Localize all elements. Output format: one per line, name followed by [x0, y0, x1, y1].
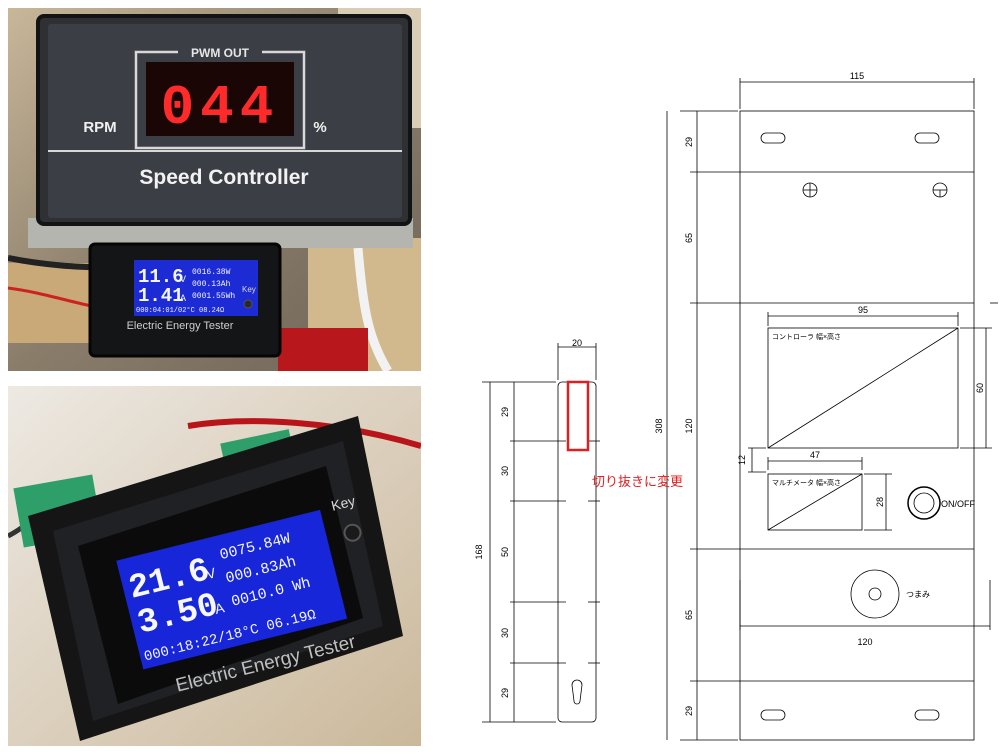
meter-small-current-unit: A: [180, 293, 186, 303]
meter-small-screen: [134, 260, 258, 316]
knob-hole: [850, 569, 900, 619]
side-seg-5: 29: [500, 688, 510, 698]
photo-speed-controller-image: PWM OUT 044 RPM % Speed Controller 11.6 …: [8, 8, 421, 371]
meter-small-voltage: 11.6: [138, 266, 184, 288]
meter-small-ah: 000.13Ah: [192, 280, 231, 289]
pwm-digits: 044: [161, 76, 280, 140]
meter-small-brand: Electric Energy Tester: [127, 320, 234, 332]
gap-dim: 12: [737, 455, 747, 465]
rpm-label: RPM: [83, 119, 116, 136]
side-seg-3: 50: [500, 547, 510, 557]
side-seg-2: 30: [500, 466, 510, 476]
meter-small-current: 1.41: [138, 285, 184, 307]
front-seg-5: 29: [684, 706, 694, 716]
switch-hole: [907, 486, 941, 520]
photo-speed-controller: PWM OUT 044 RPM % Speed Controller 11.6 …: [8, 8, 421, 371]
meter-cutout: [767, 473, 863, 531]
meter-small-key-label: Key: [242, 285, 256, 294]
side-cutout-highlight: [566, 380, 590, 452]
meter-small-key-button: [243, 299, 253, 309]
pwm-out-label: PWM OUT: [191, 46, 250, 60]
front-panel-outline: [739, 110, 975, 741]
controller-cutout-label: コントローラ 幅×高さ: [772, 332, 841, 341]
meter-large-screen: [116, 509, 348, 670]
meter-cutout-label: マルチメータ 幅×高さ: [772, 478, 841, 487]
side-seg-1: 29: [500, 407, 510, 417]
meter-small-power: 0016.38W: [192, 268, 231, 277]
controller-cutout: [767, 327, 959, 449]
side-total-height-dim: 168: [474, 544, 484, 559]
lower-width-dim: 120: [857, 637, 872, 647]
meter-large-key-label: Key: [329, 492, 356, 513]
meter-small-status: 000:04:01/02°C 08.24Ω: [136, 306, 224, 315]
side-seg-4: 30: [500, 628, 510, 638]
percent-label: %: [313, 119, 326, 136]
front-total-height-dim: 308: [654, 418, 664, 433]
meter-small-voltage-unit: V: [180, 274, 186, 284]
side-cutout-note: 切り抜きに変更: [592, 474, 683, 489]
speed-controller-brand: Speed Controller: [139, 166, 308, 189]
side-width-dim: 20: [572, 338, 582, 348]
controller-width-dim: 95: [858, 305, 868, 315]
front-width-dim: 115: [850, 71, 864, 81]
meter-small-wh: 0001.55Wh: [192, 292, 235, 301]
controller-height-dim: 60: [975, 383, 985, 393]
front-seg-3: 120: [684, 418, 694, 433]
side-panel-outline: [557, 381, 597, 723]
meter-width-dim: 47: [810, 450, 820, 460]
front-seg-1: 29: [684, 137, 694, 147]
front-seg-2: 65: [684, 233, 694, 243]
meter-height-dim: 28: [875, 497, 885, 507]
photo-energy-meter-image: 21.6 V 3.50 A 0075.84W 000.83Ah 0010.0 W…: [8, 386, 421, 746]
meter-large-key-button: [343, 523, 362, 542]
front-seg-4: 65: [684, 610, 694, 620]
knob-label: つまみ: [906, 590, 930, 599]
photo-energy-meter: 21.6 V 3.50 A 0075.84W 000.83Ah 0010.0 W…: [8, 386, 421, 746]
switch-label: ON/OFF: [941, 499, 975, 509]
